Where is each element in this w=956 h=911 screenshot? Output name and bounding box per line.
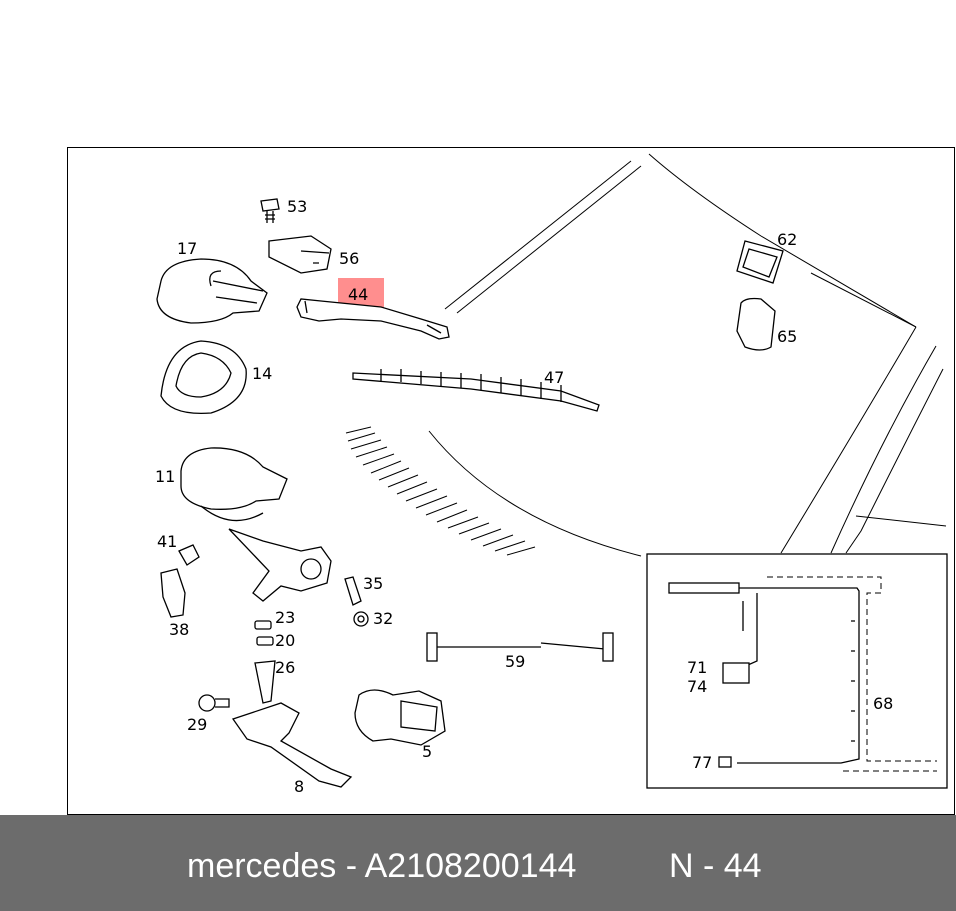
part-47-wiper-blade (352, 369, 600, 412)
part-23-clip (254, 620, 272, 630)
callout-29: 29 (187, 715, 207, 734)
callout-53: 53 (287, 197, 307, 216)
part-41-grommet (178, 544, 200, 566)
part-35-bolt (344, 576, 362, 606)
cowl-hatching (345, 426, 536, 556)
callout-11: 11 (155, 467, 175, 486)
callout-68: 68 (873, 694, 893, 713)
part-14-cap (160, 340, 247, 415)
part-44-wiper-arm (296, 298, 450, 340)
part-5-wiper-motor (354, 689, 446, 746)
wiper-linkage (228, 528, 332, 602)
callout-71: 71 (687, 658, 707, 677)
part-62-rain-sensor (736, 240, 784, 284)
callout-23: 23 (275, 608, 295, 627)
callout-8: 8 (294, 777, 304, 796)
part-59-cable (426, 632, 614, 662)
callout-47: 47 (544, 368, 564, 387)
parts-diagram: 53 56 17 44 14 47 62 65 11 41 38 35 32 2… (155, 153, 948, 796)
part-26-bracket (254, 660, 276, 704)
part-number-title: mercedes - A2108200144 (187, 847, 577, 885)
parts-diagram-frame: 53 56 17 44 14 47 62 65 11 41 38 35 32 2… (67, 147, 955, 815)
part-56-cover-cap (268, 235, 332, 274)
callout-20: 20 (275, 631, 295, 650)
diagram-reference: N - 44 (669, 847, 762, 885)
callout-62: 62 (777, 230, 797, 249)
callout-65: 65 (777, 327, 797, 346)
callout-26: 26 (275, 658, 295, 677)
part-17-wiper-cover (156, 258, 268, 324)
callout-41: 41 (157, 532, 177, 551)
callout-14: 14 (252, 364, 272, 383)
part-11-housing (180, 447, 288, 522)
part-65-sensor-cover (736, 297, 776, 351)
callout-5: 5 (422, 742, 432, 761)
callout-74: 74 (687, 677, 707, 696)
callout-77: 77 (692, 753, 712, 772)
footer-bar: mercedes - A2108200144 N - 44 (0, 815, 956, 911)
callout-35: 35 (363, 574, 383, 593)
windshield-outline (428, 153, 947, 557)
callout-44: 44 (348, 285, 368, 304)
callout-38: 38 (169, 620, 189, 639)
callout-59: 59 (505, 652, 525, 671)
part-53-screw (260, 198, 280, 223)
part-8-linkage (231, 702, 353, 788)
part-32-nut (353, 611, 369, 627)
callout-56: 56 (339, 249, 359, 268)
callout-17: 17 (177, 239, 197, 258)
part-38-bracket (160, 568, 186, 618)
wiring-inset (646, 553, 948, 789)
callout-32: 32 (373, 609, 393, 628)
part-20-clip (256, 636, 274, 646)
part-29-bolt (198, 694, 230, 712)
